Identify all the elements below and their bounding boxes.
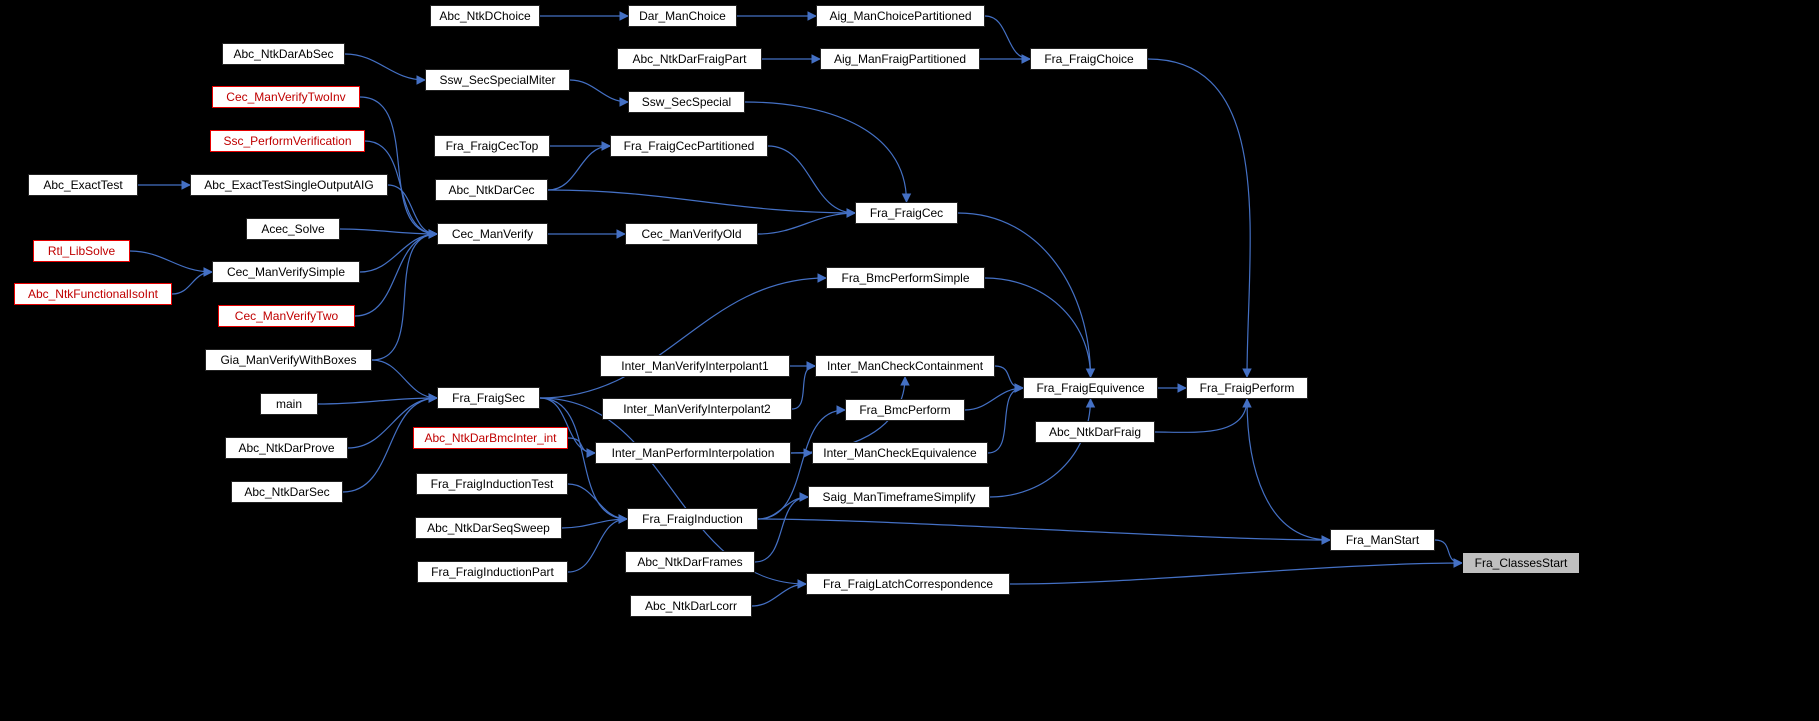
node-saig_mantimeframesimplify[interactable]: Saig_ManTimeframeSimplify	[808, 486, 990, 508]
edge-inter_mancheckcontainment-to-fra_fraigequivence	[994, 365, 1024, 393]
edge-abc_ntkdarlcorr-to-fra_fraiglatchcorrespondence	[751, 579, 807, 607]
edge-ssw_secspecialmiter-to-ssw_secspecial	[569, 79, 629, 107]
node-inter_manperforminterpolation[interactable]: Inter_ManPerformInterpolation	[595, 442, 791, 464]
edge-saig_mantimeframesimplify-to-fra_fraigequivence	[989, 398, 1096, 498]
edge-abc_ntkdarframes-to-saig_mantimeframesimplify	[754, 492, 809, 563]
edge-cec_manverifytwoinv-to-cec_manverify	[359, 96, 438, 239]
edge-abc_ntkfunctionalisoint-to-cec_manverifysimple	[171, 267, 213, 295]
node-cec_manverifysimple[interactable]: Cec_ManVerifySimple	[212, 261, 360, 283]
edge-abc_exacttestsingleoutputaig-to-cec_manverify	[387, 184, 438, 239]
edge-abc_ntkdarabsec-to-ssw_secspecialmiter	[344, 53, 426, 85]
edge-fra_fraigsec-to-fra_bmcperformsimple	[539, 273, 827, 399]
edge-fra_fraigsec-to-fra_fraiglatchcorrespondence	[539, 397, 807, 589]
node-fra_fraigperform[interactable]: Fra_FraigPerform	[1186, 377, 1308, 399]
node-dar_manchoice[interactable]: Dar_ManChoice	[628, 5, 737, 27]
node-cec_manverifyold[interactable]: Cec_ManVerifyOld	[625, 223, 758, 245]
edge-abc_ntkdarcec-to-fra_fraigcec	[547, 189, 856, 218]
node-ssw_secspecialmiter[interactable]: Ssw_SecSpecialMiter	[425, 69, 570, 91]
node-fra_fraiginduction[interactable]: Fra_FraigInduction	[627, 508, 758, 530]
node-aig_manfraigpartitioned[interactable]: Aig_ManFraigPartitioned	[820, 48, 980, 70]
edge-fra_fraiginduction-to-saig_mantimeframesimplify	[757, 492, 809, 520]
edge-cec_manverifyold-to-fra_fraigcec	[757, 208, 856, 235]
node-fra_fraiglatchcorrespondence[interactable]: Fra_FraigLatchCorrespondence	[806, 573, 1010, 595]
edge-fra_fraiginductiontest-to-fra_fraiginduction	[567, 483, 628, 524]
edge-abc_ntkdarsec-to-fra_fraigsec	[342, 393, 438, 493]
edge-main-to-fra_fraigsec	[317, 393, 438, 405]
node-aig_manchoicepartitioned[interactable]: Aig_ManChoicePartitioned	[816, 5, 985, 27]
node-abc_ntkdarfraigpart[interactable]: Abc_NtkDarFraigPart	[617, 48, 762, 70]
node-main[interactable]: main	[260, 393, 318, 415]
edge-fra_bmcperformsimple-to-fra_fraigequivence	[984, 277, 1096, 378]
edge-cec_manverifytwo-to-cec_manverify	[354, 229, 438, 317]
edge-fra_fraigchoice-to-fra_fraigperform	[1147, 58, 1252, 378]
edge-abc_ntkdarfraig-to-fra_fraigperform	[1154, 398, 1252, 433]
node-abc_ntkdarseqsweep[interactable]: Abc_NtkDarSeqSweep	[415, 517, 562, 539]
node-abc_ntkdarabsec[interactable]: Abc_NtkDarAbSec	[222, 43, 345, 65]
node-ssw_secspecial[interactable]: Ssw_SecSpecial	[628, 91, 745, 113]
node-abc_ntkdchoice[interactable]: Abc_NtkDChoice	[430, 5, 540, 27]
node-fra_manstart[interactable]: Fra_ManStart	[1330, 529, 1435, 551]
node-abc_ntkdarsec[interactable]: Abc_NtkDarSec	[231, 481, 343, 503]
node-abc_ntkdarfraig[interactable]: Abc_NtkDarFraig	[1035, 421, 1155, 443]
node-cec_manverifytwoinv[interactable]: Cec_ManVerifyTwoInv	[212, 86, 360, 108]
node-abc_ntkdarcec[interactable]: Abc_NtkDarCec	[435, 179, 548, 201]
edge-fra_fraiginductionpart-to-fra_fraiginduction	[567, 514, 628, 573]
edge-abc_ntkdarbmcinter_int-to-inter_manperforminterpolation	[567, 437, 596, 458]
node-abc_ntkdarlcorr[interactable]: Abc_NtkDarLcorr	[630, 595, 752, 617]
edge-fra_fraigperform-to-fra_manstart	[1246, 398, 1331, 545]
node-abc_exacttestsingleoutputaig[interactable]: Abc_ExactTestSingleOutputAIG	[190, 174, 388, 196]
edge-fra_fraiglatchcorrespondence-to-fra_classesstart	[1009, 558, 1463, 585]
node-abc_exacttest[interactable]: Abc_ExactTest	[28, 174, 138, 196]
node-abc_ntkdarprove[interactable]: Abc_NtkDarProve	[225, 437, 348, 459]
node-fra_fraiginductionpart[interactable]: Fra_FraigInductionPart	[417, 561, 568, 583]
edge-fra_fraigsec-to-fra_fraiginduction	[539, 397, 628, 524]
node-fra_classesstart: Fra_ClassesStart	[1462, 552, 1580, 574]
node-fra_fraiginductiontest[interactable]: Fra_FraigInductionTest	[416, 473, 568, 495]
edge-abc_ntkdarcec-to-fra_fraigcecpartitioned	[547, 141, 611, 191]
edge-rtl_libsolve-to-cec_manverifysimple	[129, 250, 213, 277]
node-rtl_libsolve[interactable]: Rtl_LibSolve	[33, 240, 130, 262]
node-inter_mancheckequivalence[interactable]: Inter_ManCheckEquivalence	[812, 442, 988, 464]
node-fra_bmcperform[interactable]: Fra_BmcPerform	[845, 399, 965, 421]
node-fra_fraigequivence[interactable]: Fra_FraigEquivence	[1023, 377, 1158, 399]
node-abc_ntkdarbmcinter_int[interactable]: Abc_NtkDarBmcInter_int	[413, 427, 568, 449]
node-inter_manverifyinterpolant2[interactable]: Inter_ManVerifyInterpolant2	[602, 398, 792, 420]
edge-inter_mancheckequivalence-to-fra_fraigequivence	[987, 383, 1024, 454]
node-fra_fraigchoice[interactable]: Fra_FraigChoice	[1030, 48, 1148, 70]
node-fra_fraigsec[interactable]: Fra_FraigSec	[437, 387, 540, 409]
node-inter_manverifyinterpolant1[interactable]: Inter_ManVerifyInterpolant1	[600, 355, 790, 377]
edge-abc_ntkdarseqsweep-to-fra_fraiginduction	[561, 514, 628, 529]
node-gia_manverifywithboxes[interactable]: Gia_ManVerifyWithBoxes	[205, 349, 372, 371]
node-fra_fraigcec[interactable]: Fra_FraigCec	[855, 202, 958, 224]
edge-fra_fraiginduction-to-fra_manstart	[757, 518, 1331, 545]
edge-acec_solve-to-cec_manverify	[339, 228, 438, 239]
edge-gia_manverifywithboxes-to-cec_manverify	[371, 229, 438, 361]
node-abc_ntkdarframes[interactable]: Abc_NtkDarFrames	[625, 551, 755, 573]
node-fra_fraigcecpartitioned[interactable]: Fra_FraigCecPartitioned	[610, 135, 768, 157]
edge-ssc_performverification-to-cec_manverify	[364, 140, 438, 239]
edge-cec_manverifysimple-to-cec_manverify	[359, 229, 438, 273]
edge-gia_manverifywithboxes-to-fra_fraigsec	[371, 359, 438, 403]
edge-fra_bmcperform-to-fra_fraigequivence	[964, 383, 1024, 411]
node-acec_solve[interactable]: Acec_Solve	[246, 218, 340, 240]
edge-inter_manverifyinterpolant2-to-inter_mancheckcontainment	[791, 361, 816, 410]
edge-aig_manchoicepartitioned-to-fra_fraigchoice	[984, 15, 1031, 64]
node-fra_bmcperformsimple[interactable]: Fra_BmcPerformSimple	[826, 267, 985, 289]
node-ssc_performverification[interactable]: Ssc_PerformVerification	[210, 130, 365, 152]
edge-fra_fraigcec-to-fra_fraigequivence	[957, 212, 1096, 378]
node-cec_manverify[interactable]: Cec_ManVerify	[437, 223, 548, 245]
node-abc_ntkfunctionalisoint[interactable]: Abc_NtkFunctionalIsoInt	[14, 283, 172, 305]
edge-ssw_secspecial-to-fra_fraigcec	[744, 101, 912, 203]
edge-fra_fraigcecpartitioned-to-fra_fraigcec	[767, 145, 856, 218]
node-fra_fraigcectop[interactable]: Fra_FraigCecTop	[434, 135, 550, 157]
node-cec_manverifytwo[interactable]: Cec_ManVerifyTwo	[218, 305, 355, 327]
node-inter_mancheckcontainment[interactable]: Inter_ManCheckContainment	[815, 355, 995, 377]
edge-fra_manstart-to-fra_classesstart	[1434, 539, 1463, 568]
